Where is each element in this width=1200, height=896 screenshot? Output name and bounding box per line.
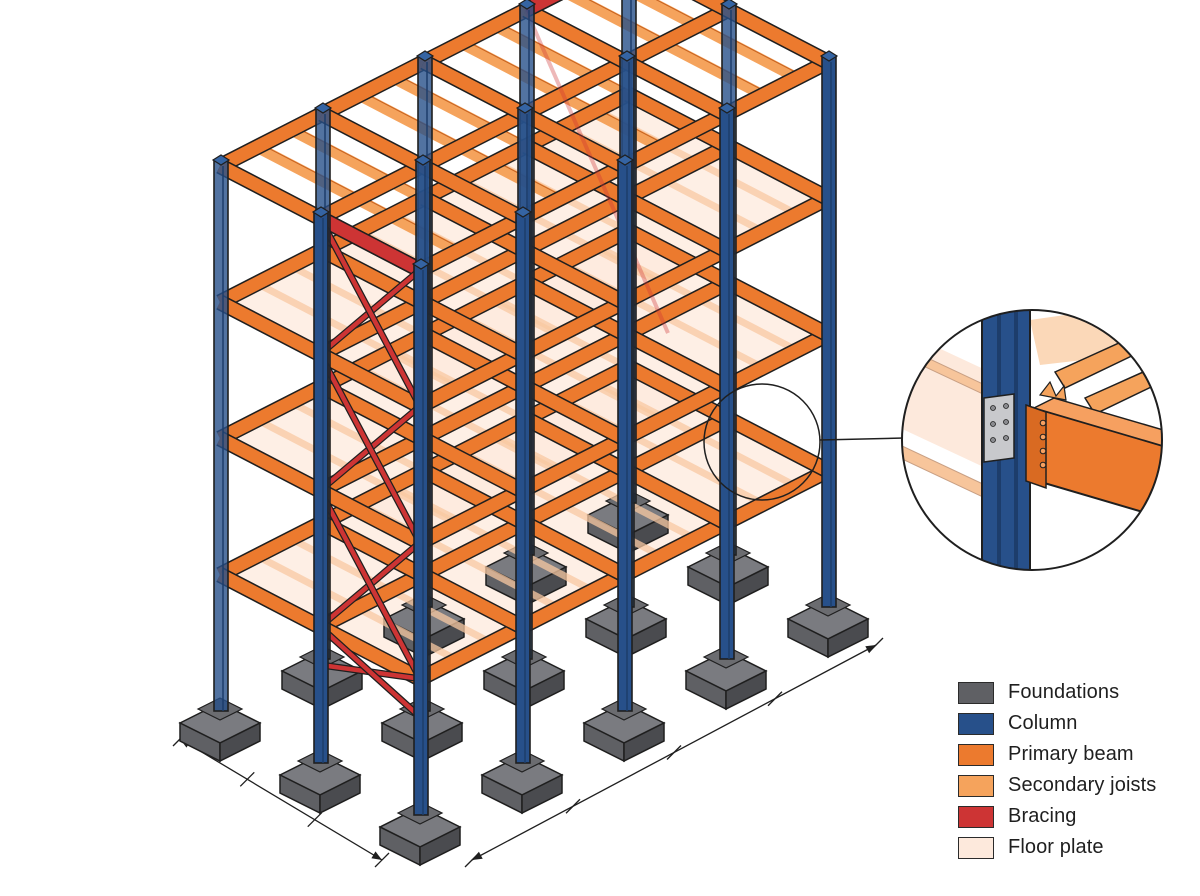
legend-swatch <box>958 681 994 704</box>
column-cap <box>617 50 637 62</box>
dimension-tick <box>565 798 581 814</box>
foundation-side <box>725 669 767 711</box>
column-cap <box>211 154 231 166</box>
legend-label: Bracing <box>1008 805 1077 827</box>
legend-item-bracing: Bracing <box>958 801 1156 832</box>
legend-item-floor-plate: Floor plate <box>958 832 1156 863</box>
foundation-side <box>419 825 461 867</box>
bracing-member <box>318 489 422 680</box>
legend-label: Primary beam <box>1008 743 1134 765</box>
columns <box>211 0 839 816</box>
detail-circle <box>901 309 1163 571</box>
column-cap <box>717 102 737 114</box>
bracing-member <box>318 216 422 408</box>
column-cap <box>415 50 435 62</box>
bracing-member <box>318 625 422 719</box>
column-cap <box>313 102 333 114</box>
legend-swatch <box>958 805 994 828</box>
braced-beam <box>523 0 560 16</box>
detail-column-flange-line <box>1014 310 1018 570</box>
column-cap <box>413 154 433 166</box>
callout-circle <box>703 383 821 501</box>
foundation-side <box>827 617 869 659</box>
dimension-tick <box>666 745 682 760</box>
callout-leader-line <box>819 437 905 441</box>
column-cap <box>615 154 635 166</box>
legend-swatch <box>958 774 994 797</box>
legend-swatch <box>958 836 994 859</box>
legend-label: Floor plate <box>1008 836 1104 858</box>
legend-label: Foundations <box>1008 681 1120 703</box>
dimension-line <box>179 738 383 861</box>
foundation-side <box>521 773 563 815</box>
dimension-tick <box>464 852 480 868</box>
bracing <box>316 9 670 720</box>
foundation-side <box>219 721 261 763</box>
dimension-tick <box>307 812 323 828</box>
legend-swatch <box>958 712 994 735</box>
legend-item-primary-beam: Primary beam <box>958 739 1156 770</box>
foundation-side <box>623 721 665 763</box>
legend-item-column: Column <box>958 708 1156 739</box>
braced-beam <box>317 212 423 276</box>
legend-label: Secondary joists <box>1008 774 1157 796</box>
legend-swatch <box>958 743 994 766</box>
column-cap <box>411 258 431 270</box>
dimension-tick <box>374 852 390 868</box>
dimension-lines <box>172 637 884 868</box>
plate-bolts <box>990 403 1009 443</box>
dimension-tick <box>868 637 884 653</box>
legend: Foundations Column Primary beam Secondar… <box>958 677 1156 863</box>
dimension-tick <box>767 691 783 707</box>
column-cap <box>719 0 739 10</box>
shear-plate <box>983 393 1015 463</box>
dimension-tick <box>239 771 255 787</box>
detail-joist-end <box>1038 380 1067 401</box>
bracing-member-rear <box>524 9 670 334</box>
column-cap <box>819 50 839 62</box>
detail-beam-end-plate <box>1025 403 1047 490</box>
detail-callout <box>703 383 905 501</box>
legend-item-foundations: Foundations <box>958 677 1156 708</box>
foundation-side <box>319 773 361 815</box>
column-cap <box>515 102 535 114</box>
dimension-arrowhead <box>371 851 382 860</box>
legend-label: Column <box>1008 712 1078 734</box>
column-cap <box>311 206 331 218</box>
legend-item-secondary-joists: Secondary joists <box>958 770 1156 801</box>
bracing-member <box>318 353 422 544</box>
column-cap <box>517 0 537 10</box>
column-cap <box>513 206 533 218</box>
detail-beam-flange <box>1031 397 1162 450</box>
end-plate-bolts <box>1039 419 1047 469</box>
